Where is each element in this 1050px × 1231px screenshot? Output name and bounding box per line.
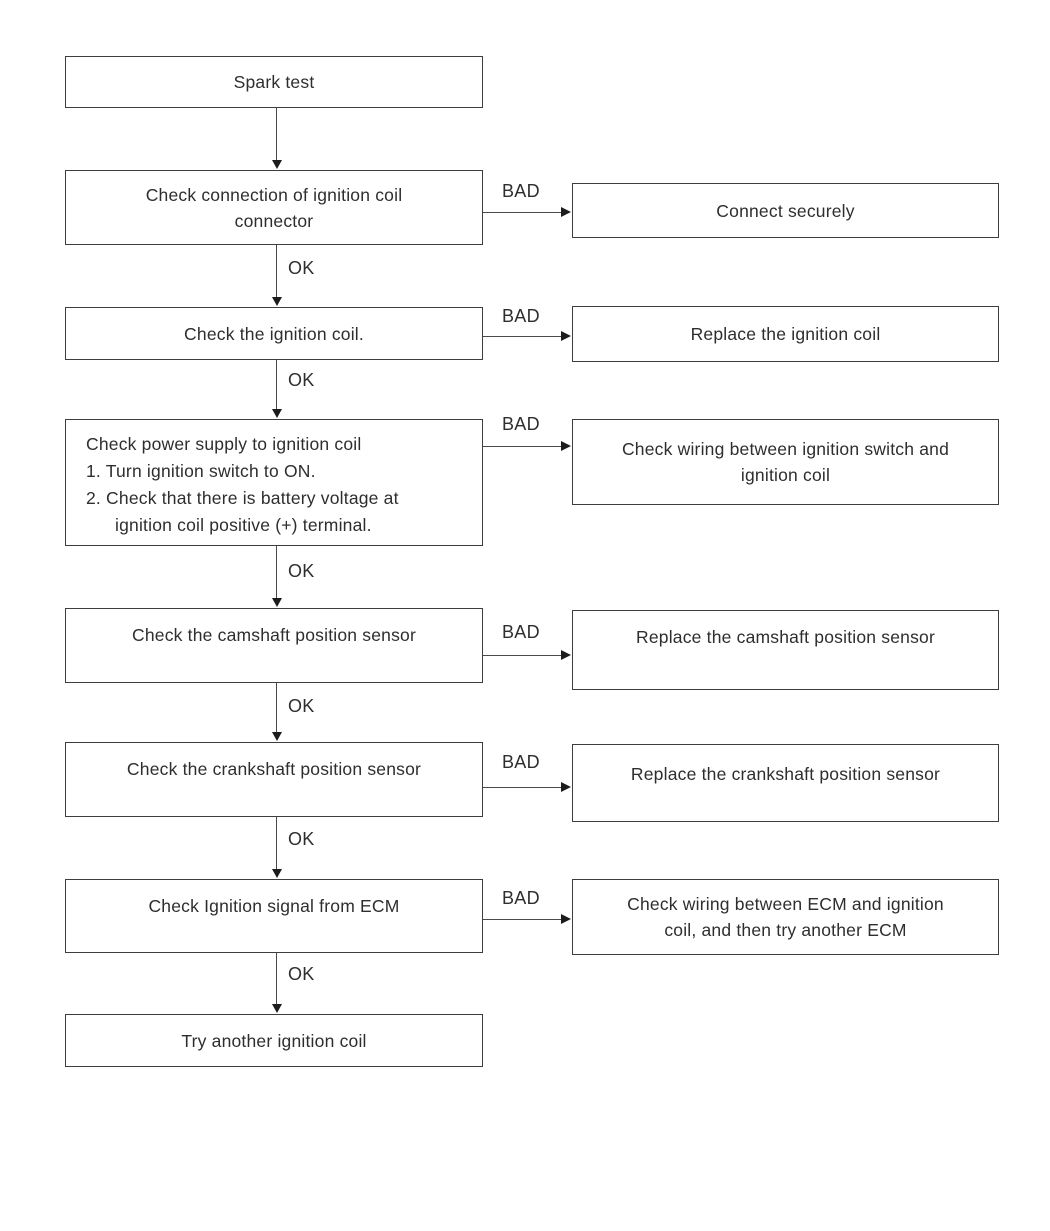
node-check-wiring-ecm: Check wiring between ECM and ignition co… [572, 879, 999, 955]
node-text: 2. Check that there is battery voltage a… [86, 488, 399, 508]
bad-label: BAD [502, 752, 540, 772]
node-text: Try another ignition coil [181, 1030, 367, 1051]
node-text: Check the ignition coil. [184, 323, 364, 344]
node-text: ignition coil positive (+) terminal. [115, 515, 372, 535]
node-check-crankshaft-sensor: Check the crankshaft position sensor [65, 742, 483, 817]
arrow-down-line [276, 817, 277, 869]
node-replace-camshaft-sensor: Replace the camshaft position sensor [572, 610, 999, 690]
arrow-down-head-icon [272, 598, 282, 607]
arrow-down-head-icon [272, 1004, 282, 1013]
arrow-down-head-icon [272, 297, 282, 306]
arrow-right-head-icon [561, 331, 571, 341]
node-text: Check power supply to ignition coil [86, 434, 362, 454]
arrow-right-head-icon [561, 441, 571, 451]
node-text: coil, and then try another ECM [664, 920, 907, 940]
node-replace-crankshaft-sensor: Replace the crankshaft position sensor [572, 744, 999, 822]
bad-label: BAD [502, 181, 540, 201]
bad-label: BAD [502, 414, 540, 434]
ok-label: OK [288, 696, 315, 716]
node-check-wiring-switch: Check wiring between ignition switch and… [572, 419, 999, 505]
arrow-down-head-icon [272, 869, 282, 878]
node-check-ecm-signal: Check Ignition signal from ECM [65, 879, 483, 953]
bad-label: BAD [502, 622, 540, 642]
ok-label: OK [288, 561, 315, 581]
ok-label: OK [288, 964, 315, 984]
node-text: Spark test [233, 72, 315, 92]
node-try-another-coil: Try another ignition coil [65, 1014, 483, 1067]
node-check-power-supply: Check power supply to ignition coil 1. T… [65, 419, 483, 546]
node-check-connection: Check connection of ignition coil connec… [65, 170, 483, 245]
arrow-right-head-icon [561, 650, 571, 660]
arrow-right-head-icon [561, 914, 571, 924]
arrow-down-line [276, 953, 277, 1004]
arrow-down-head-icon [272, 409, 282, 418]
node-text: Check Ignition signal from ECM [148, 896, 400, 916]
node-check-ignition-coil: Check the ignition coil. [65, 307, 483, 360]
arrow-down-line [276, 108, 277, 160]
arrow-right-head-icon [561, 782, 571, 792]
arrow-down-head-icon [272, 732, 282, 741]
arrow-right-line [483, 212, 561, 213]
arrow-down-head-icon [272, 160, 282, 169]
arrow-right-line [483, 655, 561, 656]
arrow-down-line [276, 360, 277, 409]
node-connect-securely: Connect securely [572, 183, 999, 238]
node-text: 1. Turn ignition switch to ON. [86, 461, 316, 481]
ok-label: OK [288, 258, 315, 278]
node-text: Check wiring between ECM and ignition [627, 894, 944, 914]
arrow-down-line [276, 245, 277, 297]
arrow-right-head-icon [561, 207, 571, 217]
node-spark-test: Spark test [65, 56, 483, 108]
node-text: connector [234, 210, 314, 231]
ok-label: OK [288, 370, 315, 390]
bad-label: BAD [502, 306, 540, 326]
ok-label: OK [288, 829, 315, 849]
node-replace-ignition-coil: Replace the ignition coil [572, 306, 999, 362]
node-text: Check wiring between ignition switch and [621, 439, 950, 459]
node-text: ignition coil [740, 465, 831, 485]
node-text: Check the crankshaft position sensor [126, 759, 422, 779]
node-text: Check connection of ignition coil [145, 184, 403, 205]
bad-label: BAD [502, 888, 540, 908]
arrow-down-line [276, 683, 277, 732]
node-text: Check the camshaft position sensor [131, 625, 417, 645]
node-text: Replace the ignition coil [690, 324, 881, 344]
node-text: Replace the camshaft position sensor [635, 627, 936, 647]
node-text: Replace the crankshaft position sensor [630, 764, 941, 784]
arrow-right-line [483, 336, 561, 337]
arrow-right-line [483, 919, 561, 920]
arrow-right-line [483, 446, 561, 447]
arrow-right-line [483, 787, 561, 788]
node-check-camshaft-sensor: Check the camshaft position sensor [65, 608, 483, 683]
node-text: Connect securely [716, 200, 855, 221]
arrow-down-line [276, 546, 277, 598]
